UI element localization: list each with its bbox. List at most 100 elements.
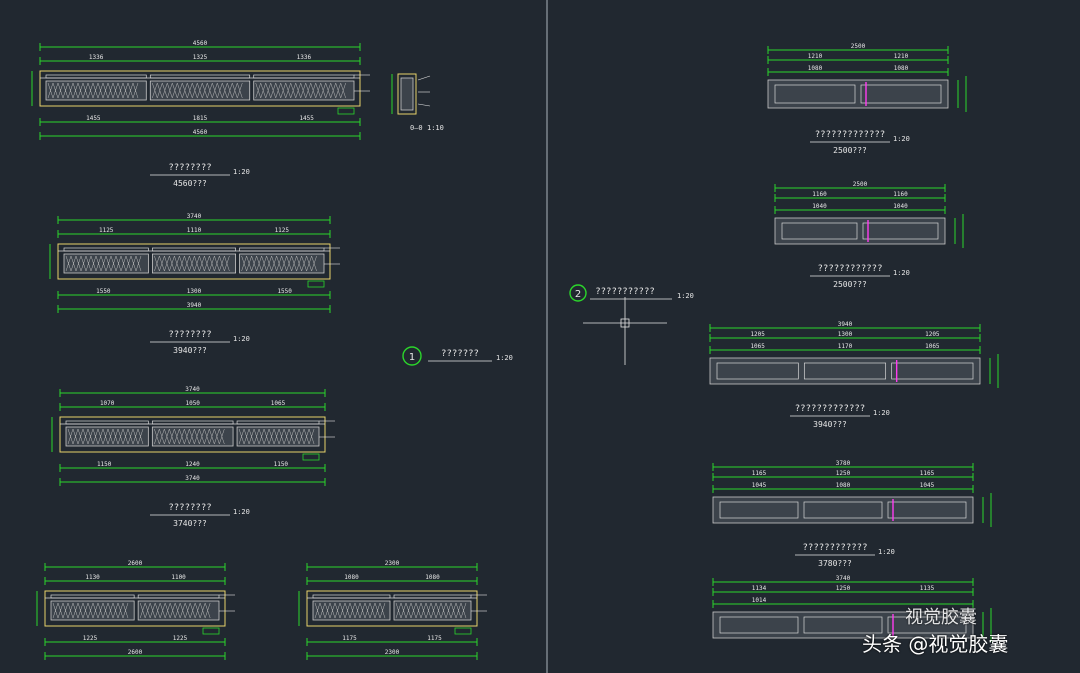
- inner-panel: [716, 362, 799, 380]
- upper-rail: [63, 247, 149, 252]
- inner-panel: [781, 222, 858, 240]
- note-tag: [337, 107, 355, 115]
- view-subtitle: 3780???: [818, 559, 852, 568]
- hatched-panel: [65, 426, 149, 447]
- panel-hatch: [238, 428, 315, 445]
- upper-rail: [393, 594, 472, 599]
- view-title: ????????: [168, 330, 211, 340]
- inner-seg-value: 1040: [812, 203, 827, 210]
- bottom-seg-value: 1550: [96, 288, 111, 295]
- outer-frame: [712, 611, 974, 639]
- watermark-bottom: 头条 @视觉胶囊: [862, 632, 1009, 656]
- inner-seg-value: 1065: [925, 343, 940, 350]
- mid-seg-value: 1205: [750, 331, 765, 338]
- section-detail-label: 0—0: [410, 124, 423, 132]
- top-seg-value: 1065: [271, 400, 286, 407]
- hatched-panel: [253, 80, 355, 101]
- inner-seg-value: 1170: [838, 343, 853, 350]
- top-seg-value: 1080: [425, 574, 440, 581]
- bottom-seg-value: 1455: [299, 115, 314, 122]
- top-seg-value: 1070: [100, 400, 115, 407]
- upper-rail: [253, 74, 355, 79]
- mid-seg-value: 1210: [808, 53, 823, 60]
- bottom-total-value: 2600: [128, 649, 143, 656]
- mid-seg-value: 1205: [925, 331, 940, 338]
- elevation-r2: 25001160104011601040????????????1:202500…: [774, 181, 964, 289]
- view-title: ????????????: [817, 264, 882, 274]
- panel-hatch: [314, 602, 386, 619]
- outer-frame: [767, 79, 949, 109]
- upper-rail: [152, 247, 236, 252]
- view-subtitle: 2500???: [833, 280, 867, 289]
- view-scale: 1:20: [233, 168, 250, 176]
- bottom-seg-value: 1175: [427, 635, 442, 642]
- upper-rail: [45, 74, 147, 79]
- callout-2-title: ???????????: [595, 287, 655, 297]
- bottom-seg-value: 1455: [86, 115, 101, 122]
- watermark-top: 视觉胶囊: [905, 607, 977, 628]
- mid-seg-value: 1134: [752, 585, 767, 592]
- bottom-seg-value: 1240: [185, 461, 200, 468]
- panel-hatch: [52, 602, 129, 619]
- inner-seg-value: 1080: [808, 65, 823, 72]
- inner-panel: [774, 84, 856, 104]
- top-seg-value: 1325: [193, 54, 208, 61]
- top-total-value: 4560: [193, 40, 208, 47]
- outer-frame: [57, 243, 331, 280]
- callout-2-number: 2: [575, 289, 581, 300]
- panel-hatch: [314, 602, 386, 619]
- view-scale: 1:20: [233, 508, 250, 516]
- panel-hatch: [47, 82, 139, 99]
- note-tag: [302, 453, 320, 461]
- top-total-value: 3780: [836, 460, 851, 467]
- panel-hatch: [154, 428, 225, 445]
- inner-panel: [719, 616, 799, 634]
- mid-seg-value: 1210: [894, 53, 909, 60]
- mid-seg-value: 1165: [752, 470, 767, 477]
- panel-hatch: [154, 428, 225, 445]
- view-scale: 1:20: [893, 135, 910, 143]
- view-title: ????????: [168, 163, 211, 173]
- top-seg-value: 1336: [89, 54, 104, 61]
- top-seg-value: 1080: [344, 574, 359, 581]
- inner-panel: [719, 501, 799, 519]
- bottom-seg-value: 1150: [97, 461, 112, 468]
- panel-hatch: [65, 255, 142, 272]
- panel-hatch: [47, 82, 139, 99]
- right-elevations: 25001210108012101080?????????????1:20250…: [709, 43, 999, 642]
- hatched-panel: [151, 253, 237, 274]
- inner-panel: [887, 501, 967, 519]
- bottom-seg-value: 1300: [187, 288, 202, 295]
- view-scale: 1:20: [233, 335, 250, 343]
- mid-seg-value: 1250: [836, 470, 851, 477]
- hatched-panel: [50, 600, 135, 621]
- upper-rail: [312, 594, 391, 599]
- top-total-value: 3740: [185, 386, 200, 393]
- inner-seg-value: 1080: [836, 482, 851, 489]
- bottom-seg-value: 1225: [83, 635, 98, 642]
- inner-seg-value: 1065: [750, 343, 765, 350]
- inner-seg-value: 1045: [920, 482, 935, 489]
- hatched-panel: [45, 80, 147, 101]
- top-seg-value: 1130: [85, 574, 100, 581]
- note-tag: [307, 280, 325, 288]
- hatched-panel: [151, 426, 234, 447]
- inner-panel: [891, 362, 974, 380]
- bottom-total-value: 2300: [385, 649, 400, 656]
- note-tag: [202, 627, 220, 635]
- hatched-panel: [236, 426, 320, 447]
- mid-seg-value: 1160: [893, 191, 908, 198]
- mid-seg-value: 1160: [812, 191, 827, 198]
- top-total-value: 3740: [187, 213, 202, 220]
- top-total-value: 3940: [838, 321, 853, 328]
- mid-seg-value: 1165: [920, 470, 935, 477]
- top-seg-value: 1125: [99, 227, 114, 234]
- outer-frame: [306, 590, 478, 627]
- callout-1-number: 1: [409, 352, 415, 363]
- view-title: ?????????????: [815, 130, 885, 140]
- panel-hatch: [152, 82, 243, 99]
- upper-rail: [65, 420, 149, 425]
